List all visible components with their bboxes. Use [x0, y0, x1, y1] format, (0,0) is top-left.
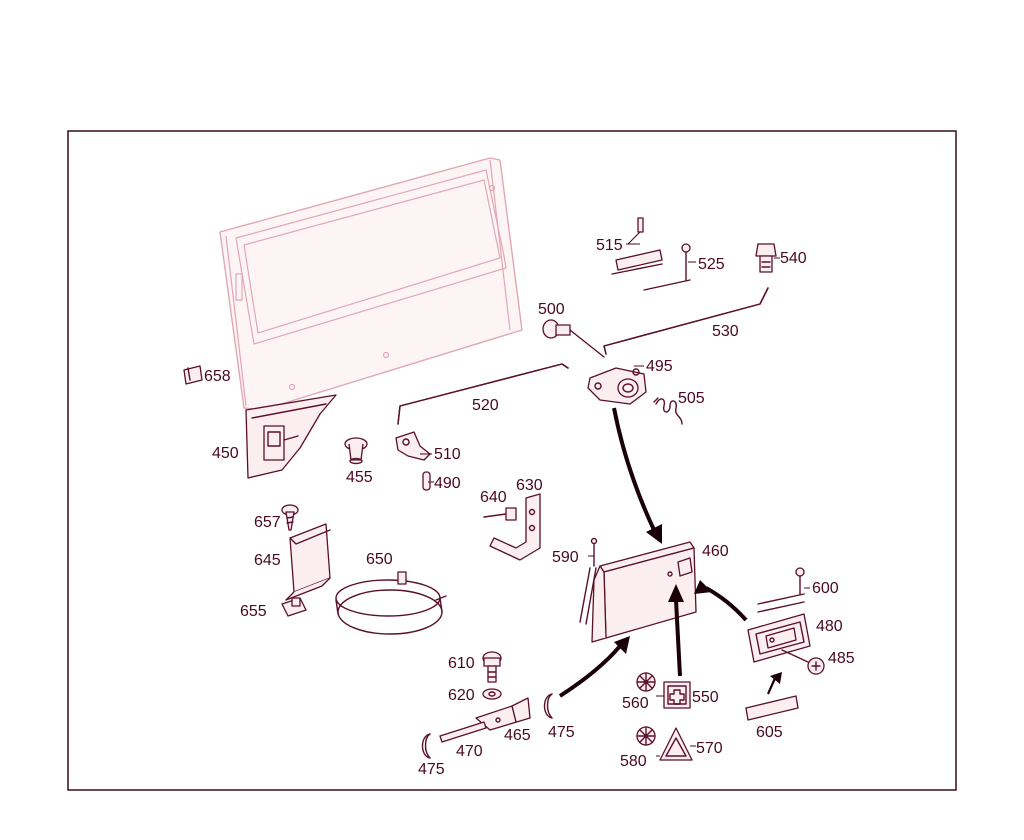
- clip-nut-655: [281, 597, 307, 617]
- callout-620: 620: [448, 687, 475, 704]
- rod-525: [643, 243, 691, 291]
- pin-490: [422, 471, 431, 491]
- spring-505: [653, 397, 683, 425]
- strip-600: [757, 567, 805, 613]
- callout-658: 658: [204, 368, 231, 385]
- clip-658: [183, 365, 203, 385]
- callout-657: 657: [254, 514, 281, 531]
- callout-470: 470: [456, 743, 483, 760]
- arrow-550-to-460: [668, 584, 684, 677]
- door-panel-450: [219, 157, 523, 411]
- rosette-580: [636, 726, 656, 746]
- callout-465: 465: [504, 727, 531, 744]
- clip-475-a: [543, 693, 553, 719]
- bushing-500: [542, 319, 605, 358]
- arrow-480-to-460: [694, 580, 748, 622]
- callout-540: 540: [780, 250, 807, 267]
- callout-510: 510: [434, 446, 461, 463]
- screw-485: [781, 649, 825, 675]
- callout-450: 450: [212, 445, 239, 462]
- bracket-630: [489, 493, 541, 561]
- callout-475-a: 475: [548, 724, 575, 741]
- callout-455: 455: [346, 469, 373, 486]
- callout-505: 505: [678, 390, 705, 407]
- callout-460: 460: [702, 543, 729, 560]
- tool-box-460: [591, 541, 697, 643]
- callout-650: 650: [366, 551, 393, 568]
- lever-510: [395, 431, 431, 461]
- rod-530: [603, 287, 769, 355]
- callout-500: 500: [538, 301, 565, 318]
- bolt-640: [483, 507, 517, 521]
- bolt-610: [482, 651, 502, 683]
- rod-520: [397, 363, 569, 425]
- callout-515: 515: [596, 237, 623, 254]
- callout-485: 485: [828, 650, 855, 667]
- callout-525: 525: [698, 256, 725, 273]
- callout-610: 610: [448, 655, 475, 672]
- callout-550: 550: [692, 689, 719, 706]
- arrow-495-to-460: [612, 407, 662, 544]
- callout-475-b: 475: [418, 761, 445, 778]
- lock-body-495: [587, 367, 647, 405]
- diagram-frame: [67, 130, 957, 791]
- clip-475-b: [421, 733, 431, 759]
- callout-580: 580: [620, 753, 647, 770]
- handle-bezel-480: [747, 613, 811, 663]
- callout-645: 645: [254, 552, 281, 569]
- callout-480: 480: [816, 618, 843, 635]
- warning-triangle-570: [659, 727, 693, 761]
- pin-470: [439, 721, 487, 743]
- washer-620: [482, 688, 502, 700]
- arrow-460-to-475: [558, 636, 630, 698]
- callout-640: 640: [480, 489, 507, 506]
- screw-657: [281, 504, 299, 531]
- rosette-560: [636, 672, 656, 692]
- strap-650: [335, 571, 447, 635]
- trim-panel-450: [245, 394, 337, 479]
- leader-lines: [420, 231, 810, 757]
- callout-630: 630: [516, 477, 543, 494]
- callout-605: 605: [756, 724, 783, 741]
- strip-605: [745, 672, 799, 721]
- callout-labels: 515 525 540 500 530 495 505 658 520 450 …: [204, 237, 855, 778]
- callout-600: 600: [812, 580, 839, 597]
- callout-590: 590: [552, 549, 579, 566]
- bracket-465: [475, 697, 531, 731]
- callout-655: 655: [240, 603, 267, 620]
- seal-590: [579, 537, 598, 625]
- knob-455: [344, 437, 368, 465]
- bracket-645: [285, 523, 331, 601]
- callout-520: 520: [472, 397, 499, 414]
- callout-560: 560: [622, 695, 649, 712]
- callout-570: 570: [696, 740, 723, 757]
- cap-540: [755, 243, 777, 273]
- callout-530: 530: [712, 323, 739, 340]
- callout-490: 490: [434, 475, 461, 492]
- callout-495: 495: [646, 358, 673, 375]
- first-aid-kit-550: [663, 681, 691, 709]
- pin-515: [611, 217, 663, 275]
